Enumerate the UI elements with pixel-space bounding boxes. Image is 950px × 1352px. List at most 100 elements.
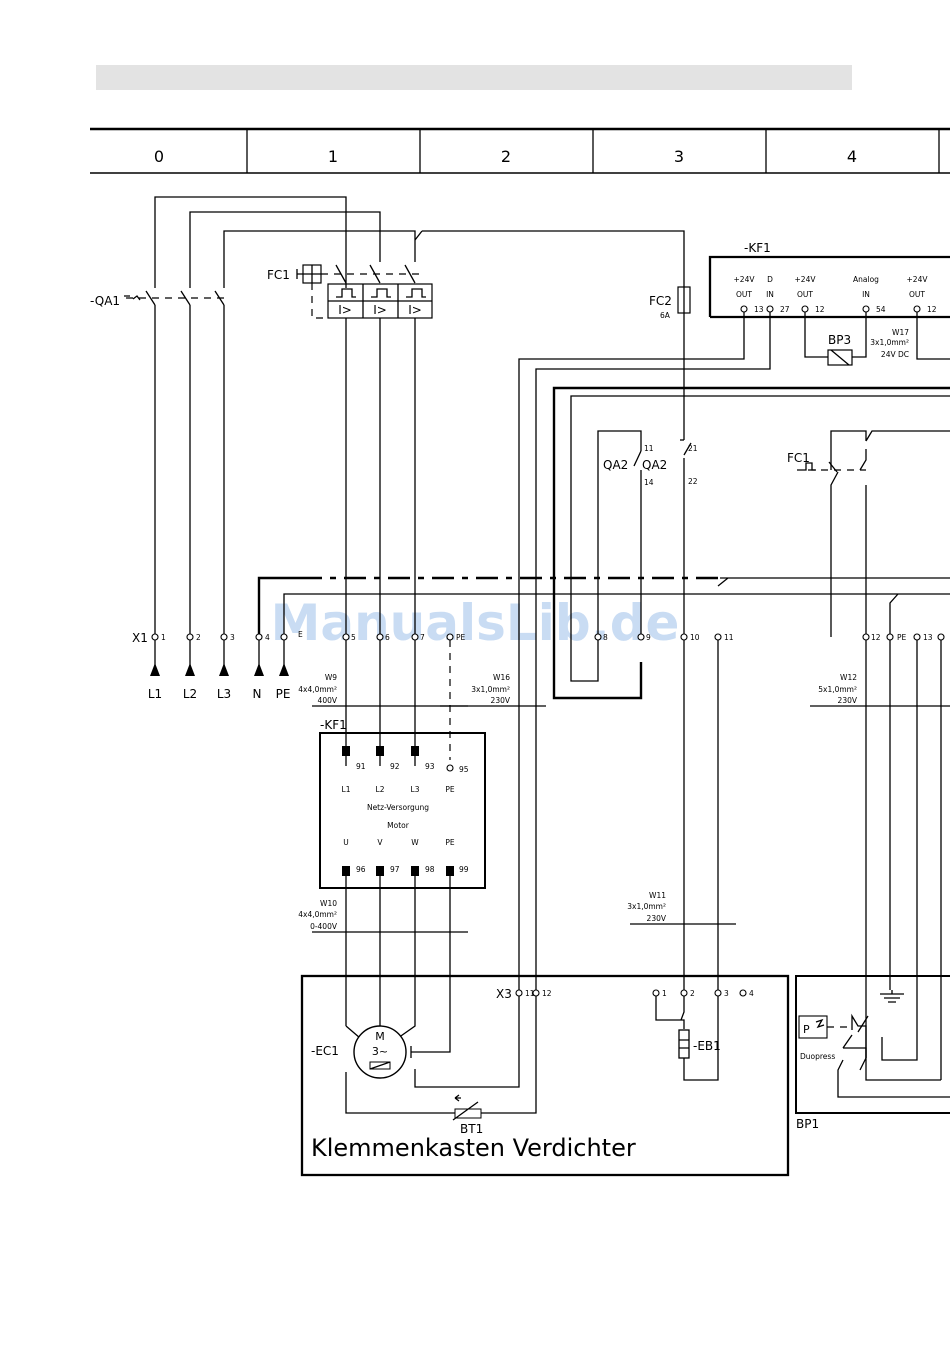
svg-text:27: 27 <box>780 305 790 314</box>
svg-text:PE: PE <box>897 633 907 642</box>
x3-label: X3 <box>496 987 512 1001</box>
svg-text:93: 93 <box>425 762 435 771</box>
supply-inputs: L1 L2 L3 N PE <box>148 640 290 701</box>
svg-text:12: 12 <box>927 305 937 314</box>
svg-text:2: 2 <box>690 989 695 998</box>
svg-text:W17: W17 <box>892 328 909 337</box>
svg-text:12: 12 <box>871 633 881 642</box>
overcurrent-mark: I> <box>408 303 422 317</box>
svg-text:92: 92 <box>390 762 400 771</box>
svg-text:L1: L1 <box>342 785 351 794</box>
contact-fc1-thermal: FC1 <box>787 430 950 637</box>
svg-text:10: 10 <box>690 633 700 642</box>
svg-text:12: 12 <box>815 305 825 314</box>
kf1-top-label: -KF1 <box>744 241 771 255</box>
converter-kf1: -KF1 91 92 93 95 L1 L2 L3 PE Netz-Versor… <box>319 718 486 889</box>
wire <box>889 593 899 637</box>
column-ruler: 0 1 2 3 4 <box>90 127 950 174</box>
svg-text:13: 13 <box>923 633 933 642</box>
svg-text:13: 13 <box>754 305 764 314</box>
controller-kf1-top: -KF1 +24V OUT D IN +24V OUT Analog IN +2… <box>708 241 950 319</box>
svg-text:PE: PE <box>445 838 455 847</box>
qa2-left-label: QA2 <box>603 458 628 472</box>
svg-text:L2: L2 <box>183 687 197 701</box>
svg-text:1: 1 <box>161 633 166 642</box>
svg-text:5x1,0mm²: 5x1,0mm² <box>818 685 857 694</box>
svg-text:IN: IN <box>766 290 774 299</box>
svg-text:24V DC: 24V DC <box>881 350 909 359</box>
column-number: 4 <box>847 147 857 166</box>
svg-text:OUT: OUT <box>736 290 752 299</box>
svg-text:11: 11 <box>724 633 734 642</box>
svg-text:4x4,0mm²: 4x4,0mm² <box>298 910 337 919</box>
svg-text:3x1,0mm²: 3x1,0mm² <box>870 338 909 347</box>
qa2-right-label: QA2 <box>642 458 667 472</box>
kf1-box-label: -KF1 <box>320 718 347 732</box>
wire <box>345 876 451 1053</box>
header-bar <box>96 65 852 90</box>
svg-text:11: 11 <box>525 989 535 998</box>
svg-text:230V: 230V <box>838 696 858 705</box>
svg-text:PE: PE <box>456 633 466 642</box>
svg-text:W9: W9 <box>325 673 337 682</box>
svg-text:OUT: OUT <box>909 290 925 299</box>
svg-text:Netz-Versorgung: Netz-Versorgung <box>367 803 429 812</box>
svg-text:99: 99 <box>459 865 469 874</box>
sensor-bp3: BP3 W17 3x1,0mm² 24V DC <box>804 312 950 366</box>
column-number: 1 <box>328 147 338 166</box>
wire <box>345 640 416 746</box>
heater-eb1: -EB1 <box>655 996 721 1081</box>
svg-text:Analog: Analog <box>853 275 879 284</box>
x1-label: X1 <box>132 631 148 645</box>
svg-text:3x1,0mm²: 3x1,0mm² <box>471 685 510 694</box>
svg-text:W10: W10 <box>320 899 337 908</box>
svg-text:12: 12 <box>542 989 552 998</box>
svg-text:91: 91 <box>356 762 366 771</box>
cable-labels-upper: W9 4x4,0mm² 400V W16 3x1,0mm² 230V W12 5… <box>298 673 950 707</box>
svg-text:3~: 3~ <box>372 1045 388 1058</box>
pressure-switch-bp1: BP1 P Duopress <box>795 975 950 1131</box>
wire <box>535 312 771 993</box>
cable-labels-lower: W10 4x4,0mm² 0-400V W11 3x1,0mm² 230V <box>298 891 736 933</box>
svg-text:96: 96 <box>356 865 366 874</box>
terminal-box-compressor: Klemmenkasten Verdichter X3 11 12 1 2 3 … <box>300 974 790 1177</box>
svg-text:W11: W11 <box>649 891 666 900</box>
svg-text:1: 1 <box>662 989 667 998</box>
wire <box>570 395 950 682</box>
svg-text:D: D <box>767 275 773 284</box>
terminal-strip-x1: X1 1 2 3 4 E 5 6 7 PE 8 9 10 11 12 PE 13 <box>132 630 945 645</box>
svg-text:W16: W16 <box>493 673 510 682</box>
svg-text:11: 11 <box>644 444 654 453</box>
svg-text:4: 4 <box>265 633 270 642</box>
column-number: 2 <box>501 147 511 166</box>
motor-breaker-fc1: FC1 I> I> I> <box>267 230 433 637</box>
fc2-contact-22: 22 <box>688 477 698 486</box>
fc2-rating: 6A <box>660 311 671 320</box>
svg-text:W: W <box>411 838 419 847</box>
svg-text:+24V: +24V <box>795 275 817 284</box>
bt1-label: BT1 <box>460 1122 483 1136</box>
svg-text:+24V: +24V <box>907 275 929 284</box>
terminal-box-title: Klemmenkasten Verdichter <box>311 1134 636 1162</box>
svg-text:IN: IN <box>862 290 870 299</box>
svg-text:M: M <box>375 1030 385 1043</box>
svg-text:PE: PE <box>445 785 455 794</box>
watermark: ManualsLib.de <box>271 594 680 652</box>
svg-text:3: 3 <box>230 633 235 642</box>
svg-text:L1: L1 <box>148 687 162 701</box>
svg-text:3x1,0mm²: 3x1,0mm² <box>627 902 666 911</box>
overcurrent-mark: I> <box>338 303 352 317</box>
svg-text:Motor: Motor <box>387 821 410 830</box>
fc1-top-label: FC1 <box>267 268 290 282</box>
svg-text:W12: W12 <box>840 673 857 682</box>
svg-text:230V: 230V <box>647 914 667 923</box>
control-loop <box>552 386 950 700</box>
svg-text:E: E <box>298 630 303 639</box>
overcurrent-mark: I> <box>373 303 387 317</box>
svg-text:3: 3 <box>724 989 729 998</box>
svg-text:8: 8 <box>603 633 608 642</box>
svg-text:6: 6 <box>385 633 390 642</box>
svg-text:95: 95 <box>459 765 469 774</box>
svg-text:0-400V: 0-400V <box>310 922 338 931</box>
svg-text:4x4,0mm²: 4x4,0mm² <box>298 685 337 694</box>
